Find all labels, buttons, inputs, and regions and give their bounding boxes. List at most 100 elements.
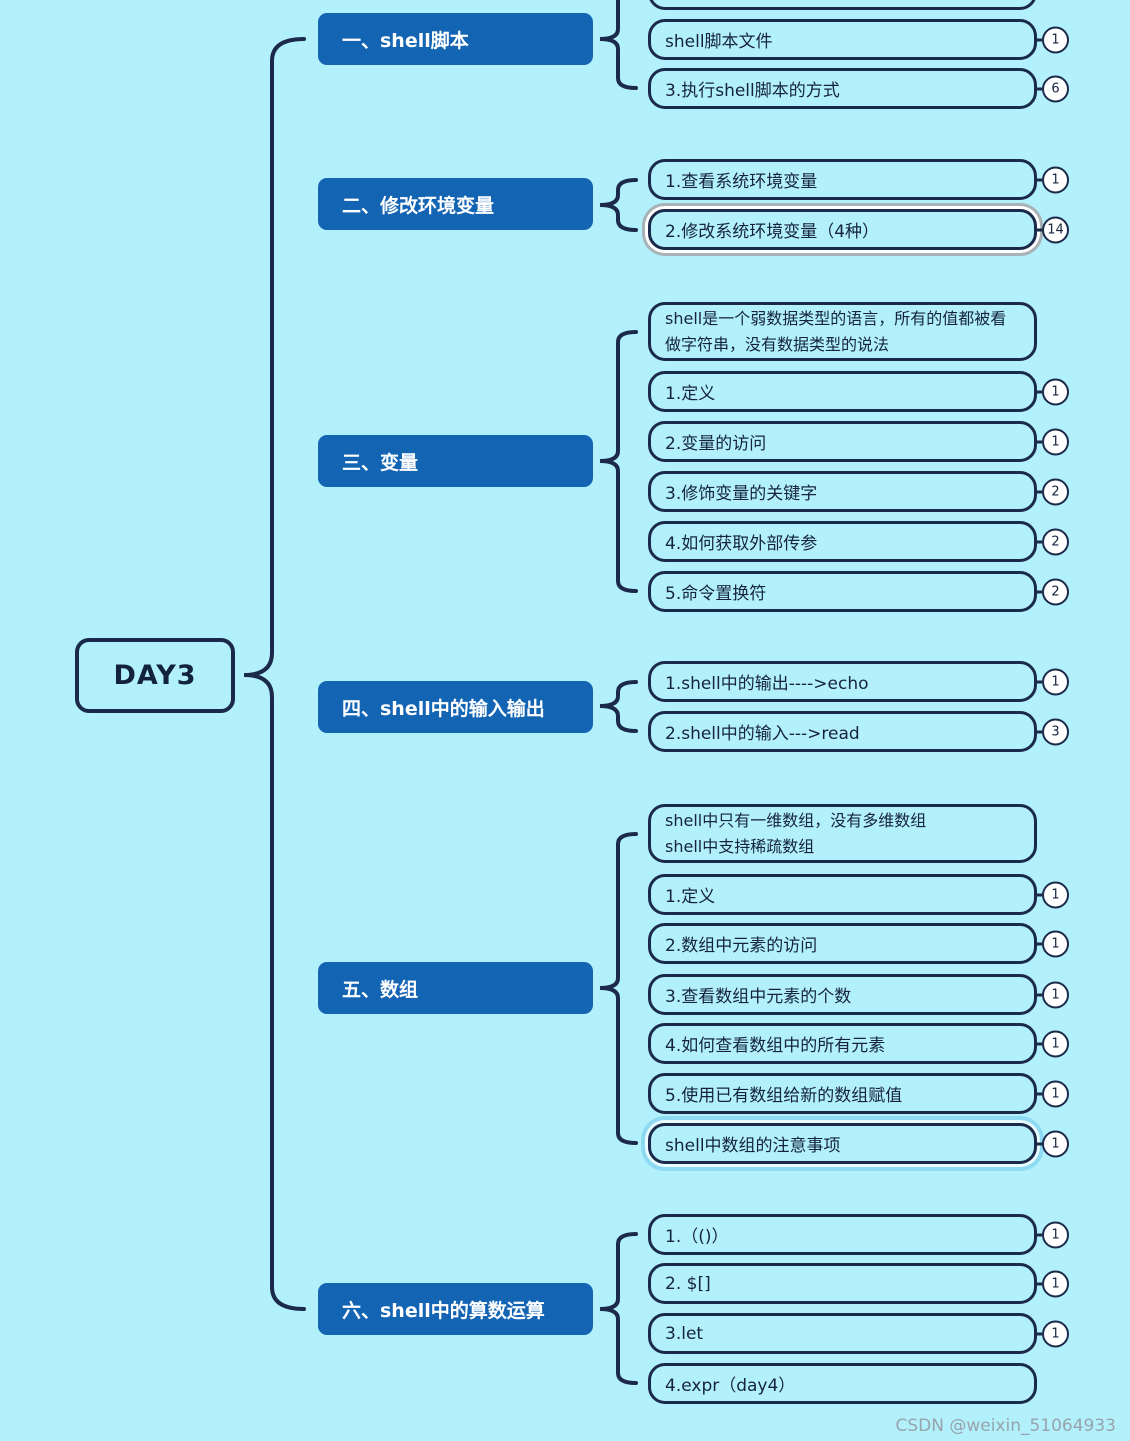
topic-label: 5.命令置换符 [665,584,767,604]
collapse-badge[interactable]: 2 [1034,528,1069,555]
badge-connector [1034,893,1042,896]
badge-connector [1034,1332,1042,1335]
topic-node-shell-script-file[interactable]: shell脚本文件 1 [648,19,1069,60]
collapse-badge[interactable]: 1 [1034,881,1069,908]
topic-label: shell中数组的注意事项 [665,1136,841,1156]
topic-node-array-cautions[interactable]: shell中数组的注意事项 1 [648,1123,1069,1164]
collapse-badge[interactable]: 1 [1034,428,1069,455]
topic-label: 1.查看系统环境变量 [665,172,818,192]
branch-node-shell-script[interactable]: 一、shell脚本 [318,13,593,65]
collapse-badge[interactable]: 1 [1034,668,1069,695]
topic-node-double-parens[interactable]: 1.（()） 1 [648,1214,1069,1255]
collapse-badge[interactable]: 1 [1034,1270,1069,1297]
topic-label: 1.定义 [665,887,716,907]
topic-label: 1.shell中的输出---->echo [665,674,869,694]
badge-count: 1 [1042,1130,1069,1157]
branch-node-env-vars[interactable]: 二、修改环境变量 [318,178,593,230]
topic-node-shell-input-read[interactable]: 2.shell中的输入--->read 3 [648,711,1069,752]
branch5-brace [599,832,638,1145]
collapse-badge[interactable]: 1 [1034,26,1069,53]
csdn-watermark: CSDN @weixin_51064933 [895,1416,1116,1436]
topic-node-let[interactable]: 3.let 1 [648,1313,1069,1354]
badge-count: 1 [1042,1080,1069,1107]
topic-node-external-args[interactable]: 4.如何获取外部传参 2 [648,521,1069,562]
badge-count: 2 [1042,578,1069,605]
badge-count: 6 [1042,75,1069,102]
topic-node-array-assign-from-existing[interactable]: 5.使用已有数组给新的数组赋值 1 [648,1073,1069,1114]
root-node-day3[interactable]: DAY3 [75,638,235,713]
badge-connector [1034,1092,1042,1095]
badge-connector [1034,228,1042,231]
badge-count: 2 [1042,478,1069,505]
collapse-badge[interactable]: 1 [1034,1080,1069,1107]
branch1-brace [599,0,638,90]
badge-connector [1034,87,1042,90]
topic-node-weak-type-note[interactable]: shell是一个弱数据类型的语言，所有的值都被看做字符串，没有数据类型的说法 [648,302,1037,361]
topic-label: 2.变量的访问 [665,434,767,454]
topic-node-view-env-vars[interactable]: 1.查看系统环境变量 1 [648,159,1069,200]
badge-connector [1034,1142,1042,1145]
badge-connector [1034,590,1042,593]
topic-node-cutoff[interactable] [648,0,1037,10]
topic-label: shell中只有一维数组，没有多维数组 shell中支持稀疏数组 [665,810,927,856]
branch-node-variables[interactable]: 三、变量 [318,435,593,487]
collapse-badge[interactable]: 2 [1034,478,1069,505]
branch-node-arithmetic[interactable]: 六、shell中的算数运算 [318,1283,593,1335]
badge-connector [1034,942,1042,945]
badge-connector [1034,38,1042,41]
badge-count: 1 [1042,1030,1069,1057]
badge-count: 1 [1042,428,1069,455]
badge-connector [1034,993,1042,996]
topic-label: 3.查看数组中元素的个数 [665,987,852,1007]
topic-label: 1.（()） [665,1227,729,1247]
badge-count: 1 [1042,1270,1069,1297]
collapse-badge[interactable]: 1 [1034,930,1069,957]
topic-node-var-definition[interactable]: 1.定义 1 [648,371,1069,412]
topic-node-command-substitution[interactable]: 5.命令置换符 2 [648,571,1069,612]
topic-label: 3.let [665,1323,704,1344]
collapse-badge[interactable]: 1 [1034,981,1069,1008]
topic-node-array-element-count[interactable]: 3.查看数组中元素的个数 1 [648,974,1069,1015]
topic-label: shell脚本文件 [665,32,773,52]
topic-node-shell-output-echo[interactable]: 1.shell中的输出---->echo 1 [648,661,1069,702]
badge-connector [1034,680,1042,683]
collapse-badge[interactable]: 1 [1034,1030,1069,1057]
collapse-badge[interactable]: 1 [1034,1320,1069,1347]
topic-node-array-view-all[interactable]: 4.如何查看数组中的所有元素 1 [648,1023,1069,1064]
topic-label: 2.修改系统环境变量（4种） [665,222,880,242]
topic-label: 2.shell中的输入--->read [665,724,860,744]
topic-node-run-script-ways[interactable]: 3.执行shell脚本的方式 6 [648,68,1069,109]
topic-node-modify-env-vars[interactable]: 2.修改系统环境变量（4种） 14 [648,209,1069,250]
topic-node-expr[interactable]: 4.expr（day4） [648,1363,1037,1404]
branch3-brace [599,330,638,593]
badge-connector [1034,490,1042,493]
badge-connector [1034,440,1042,443]
collapse-badge[interactable]: 1 [1034,1221,1069,1248]
collapse-badge[interactable]: 1 [1034,1130,1069,1157]
topic-node-array-element-access[interactable]: 2.数组中元素的访问 1 [648,923,1069,964]
badge-connector [1034,1282,1042,1285]
topic-node-array-note[interactable]: shell中只有一维数组，没有多维数组 shell中支持稀疏数组 [648,804,1037,863]
badge-connector [1034,1233,1042,1236]
topic-label: 1.定义 [665,384,716,404]
collapse-badge[interactable]: 1 [1034,378,1069,405]
badge-count: 1 [1042,930,1069,957]
collapse-badge[interactable]: 14 [1034,216,1069,243]
collapse-badge[interactable]: 1 [1034,166,1069,193]
branch6-brace [599,1232,638,1385]
topic-label: 5.使用已有数组给新的数组赋值 [665,1086,903,1106]
collapse-badge[interactable]: 3 [1034,718,1069,745]
topic-label: 3.执行shell脚本的方式 [665,81,840,101]
topic-node-dollar-brackets[interactable]: 2. $[] 1 [648,1263,1069,1304]
branch-node-shell-io[interactable]: 四、shell中的输入输出 [318,681,593,733]
collapse-badge[interactable]: 2 [1034,578,1069,605]
topic-node-var-access[interactable]: 2.变量的访问 1 [648,421,1069,462]
branch2-brace [599,178,638,232]
collapse-badge[interactable]: 6 [1034,75,1069,102]
badge-connector [1034,730,1042,733]
topic-node-array-definition[interactable]: 1.定义 1 [648,874,1069,915]
topic-node-var-keywords[interactable]: 3.修饰变量的关键字 2 [648,471,1069,512]
badge-connector [1034,540,1042,543]
branch-node-arrays[interactable]: 五、数组 [318,962,593,1014]
